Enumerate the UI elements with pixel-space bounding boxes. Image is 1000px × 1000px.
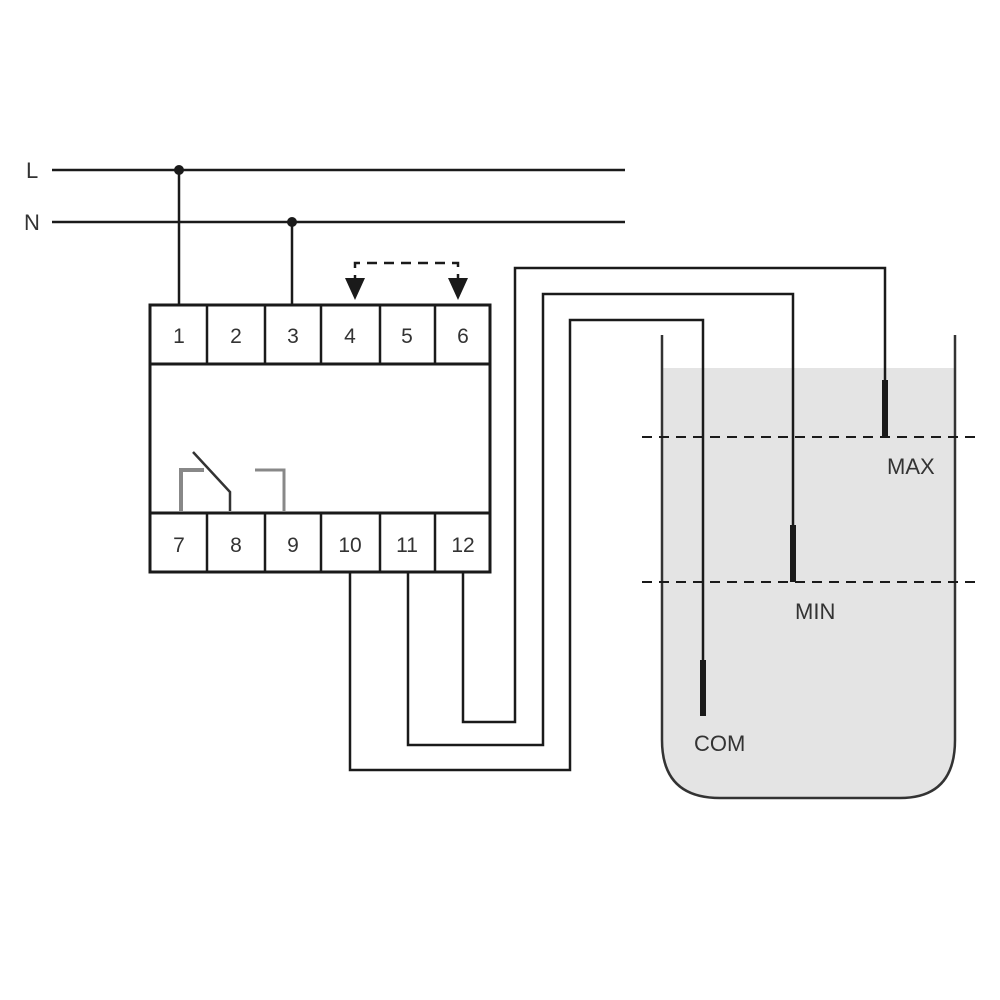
l-label: L xyxy=(26,158,38,183)
wire-10-com xyxy=(348,318,705,772)
terminal-11: 11 xyxy=(396,534,418,557)
terminal-6: 6 xyxy=(457,325,469,348)
jumper-dashed xyxy=(353,261,460,285)
terminal-10: 10 xyxy=(338,534,361,557)
min-label: MIN xyxy=(795,599,835,624)
arrow-down-icon xyxy=(448,278,468,300)
terminal-12: 12 xyxy=(451,534,474,557)
wire-11-min xyxy=(406,292,795,747)
n-label: N xyxy=(24,210,40,235)
max-label: MAX xyxy=(887,454,935,479)
terminal-2: 2 xyxy=(230,325,242,348)
terminal-5: 5 xyxy=(401,325,413,348)
terminal-8: 8 xyxy=(230,534,242,557)
liquid-fill xyxy=(662,368,955,798)
wire-12-max xyxy=(461,266,887,724)
com-label: COM xyxy=(694,731,745,756)
tank xyxy=(660,335,957,800)
terminal-7: 7 xyxy=(173,534,185,557)
terminal-9: 9 xyxy=(287,534,299,557)
arrow-down-icon xyxy=(345,278,365,300)
terminal-3: 3 xyxy=(287,325,299,348)
terminal-4: 4 xyxy=(344,325,356,348)
terminal-dividers xyxy=(205,305,437,572)
terminal-1: 1 xyxy=(173,325,185,348)
relay-contact-icon xyxy=(179,451,286,511)
